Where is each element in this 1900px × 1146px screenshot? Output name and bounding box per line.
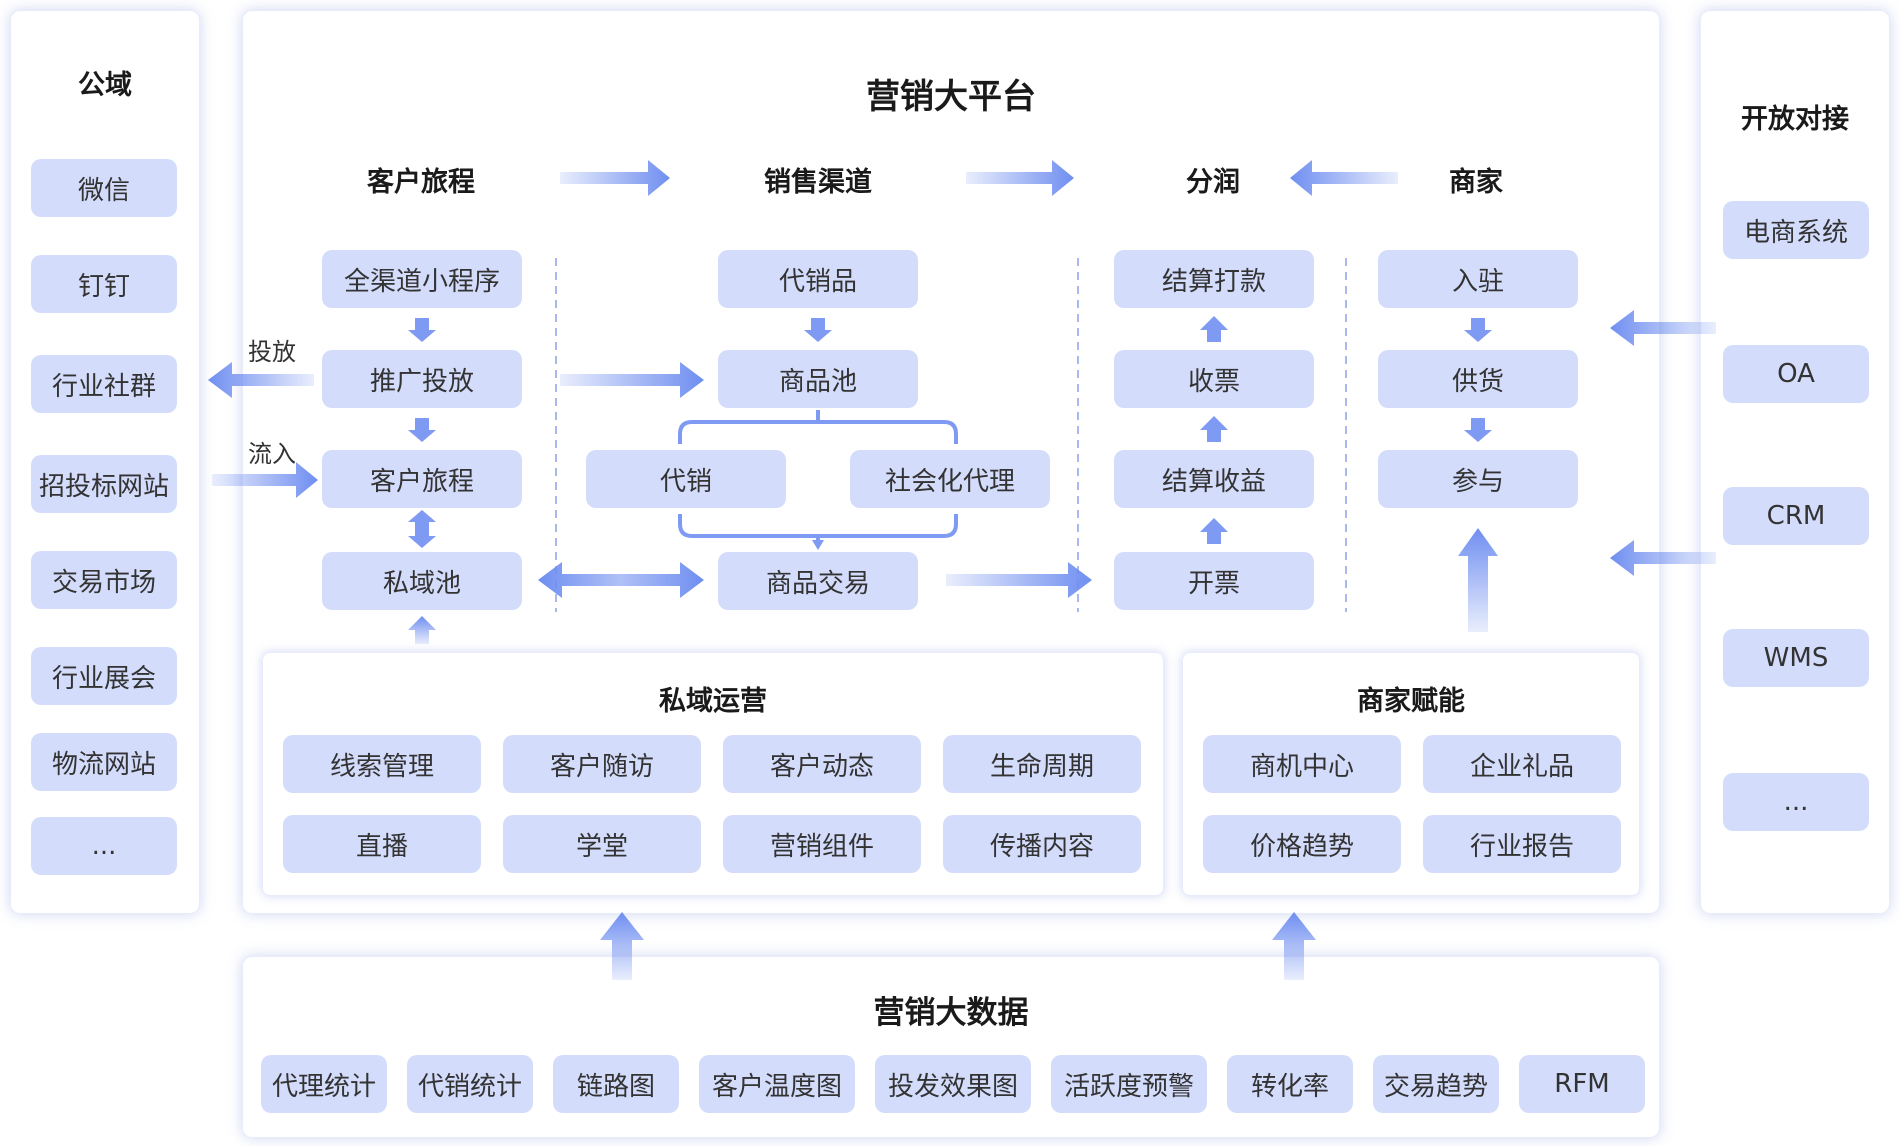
header-arrow-journey-to-channel <box>560 160 670 196</box>
channel-bracket <box>678 410 958 546</box>
merchant-enable-opportunity-center: 商机中心 <box>1203 735 1401 793</box>
merchant-enable-title: 商家赋能 <box>1357 686 1465 717</box>
private-ops-lifecycle: 生命周期 <box>943 735 1141 793</box>
header-customer-journey: 客户旅程 <box>367 167 475 198</box>
public-item-trade-market: 交易市场 <box>31 551 177 609</box>
big-data-to-private-ops-arrow <box>600 912 644 980</box>
header-arrow-channel-to-profit <box>966 160 1074 196</box>
public-item-industry-expo: 行业展会 <box>31 647 177 705</box>
public-domain-title: 公域 <box>78 70 132 101</box>
private-ops-customer-followup: 客户随访 <box>503 735 701 793</box>
public-item-industry-community: 行业社群 <box>31 355 177 413</box>
merchant-enable-industry-report: 行业报告 <box>1423 815 1621 873</box>
public-item-more: ... <box>31 817 177 875</box>
public-item-wechat: 微信 <box>31 159 177 217</box>
public-item-bidding-site: 招投标网站 <box>31 455 177 513</box>
journey-promotion: 推广投放 <box>322 350 522 408</box>
channel-product-pool: 商品池 <box>718 350 918 408</box>
private-ops-to-pool-arrow <box>408 616 436 644</box>
big-data-consignment-stats: 代销统计 <box>407 1055 533 1113</box>
integration-to-merchant-arrow-1 <box>1610 310 1716 346</box>
label-inflow: 流入 <box>248 440 296 468</box>
placement-outward-arrow <box>208 362 314 398</box>
merchant-supply: 供货 <box>1378 350 1578 408</box>
merchant-down-arrows <box>1464 318 1492 442</box>
private-ops-customer-activity: 客户动态 <box>723 735 921 793</box>
open-integration-panel: 开放对接 电商系统 OA CRM WMS ... <box>1700 10 1890 914</box>
journey-omnichannel-miniprogram: 全渠道小程序 <box>322 250 522 308</box>
journey-private-pool: 私域池 <box>322 552 522 610</box>
integration-item-more: ... <box>1723 773 1869 831</box>
profit-issue-invoice: 开票 <box>1114 552 1314 610</box>
pool-trade-bidirectional-arrow <box>538 562 704 598</box>
channel-consignment: 代销 <box>586 450 786 508</box>
journey-customer-journey: 客户旅程 <box>322 450 522 508</box>
channel-product-trade: 商品交易 <box>718 552 918 610</box>
big-data-activity-alert: 活跃度预警 <box>1051 1055 1207 1113</box>
trade-to-invoice-arrow <box>946 562 1092 598</box>
private-ops-academy: 学堂 <box>503 815 701 873</box>
profit-up-arrows <box>1200 316 1228 544</box>
public-item-logistics-site: 物流网站 <box>31 733 177 791</box>
profit-settlement-income: 结算收益 <box>1114 450 1314 508</box>
promotion-to-pool-arrow <box>560 362 704 398</box>
big-data-trade-trend: 交易趋势 <box>1373 1055 1499 1113</box>
header-merchant: 商家 <box>1449 167 1503 198</box>
profit-settlement-payment: 结算打款 <box>1114 250 1314 308</box>
big-data-rfm: RFM <box>1519 1055 1645 1113</box>
big-data-link-graph: 链路图 <box>553 1055 679 1113</box>
big-data-to-merchant-enable-arrow <box>1272 912 1316 980</box>
header-profit-sharing: 分润 <box>1186 167 1240 198</box>
channel-social-agent: 社会化代理 <box>850 450 1050 508</box>
big-data-placement-effect: 投发效果图 <box>875 1055 1031 1113</box>
header-sales-channel: 销售渠道 <box>764 167 872 198</box>
big-data-conversion-rate: 转化率 <box>1227 1055 1353 1113</box>
channel-down-arrow <box>804 318 832 342</box>
header-arrow-merchant-to-profit <box>1290 160 1398 196</box>
big-data-customer-temperature: 客户温度图 <box>699 1055 855 1113</box>
label-placement: 投放 <box>248 338 296 366</box>
private-ops-live: 直播 <box>283 815 481 873</box>
integration-item-ecommerce: 电商系统 <box>1723 201 1869 259</box>
public-domain-panel: 公域 微信 钉钉 行业社群 招投标网站 交易市场 行业展会 物流网站 ... <box>10 10 200 914</box>
enable-to-participate-arrow <box>1458 528 1498 632</box>
journey-pool-bidirectional-arrow <box>408 510 436 548</box>
merchant-enable-price-trend: 价格趋势 <box>1203 815 1401 873</box>
merchant-enable-panel: 商家赋能 商机中心 企业礼品 价格趋势 行业报告 <box>1182 652 1640 896</box>
integration-item-crm: CRM <box>1723 487 1869 545</box>
profit-receive-invoice: 收票 <box>1114 350 1314 408</box>
marketing-platform-title: 营销大平台 <box>866 77 1036 117</box>
merchant-participate: 参与 <box>1378 450 1578 508</box>
inflow-inward-arrow <box>212 462 318 498</box>
merchant-enable-corporate-gifts: 企业礼品 <box>1423 735 1621 793</box>
journey-down-arrows <box>408 318 436 442</box>
merchant-onboard: 入驻 <box>1378 250 1578 308</box>
private-ops-broadcast-content: 传播内容 <box>943 815 1141 873</box>
big-data-agent-stats: 代理统计 <box>261 1055 387 1113</box>
private-ops-marketing-components: 营销组件 <box>723 815 921 873</box>
channel-consignment-goods: 代销品 <box>718 250 918 308</box>
integration-item-oa: OA <box>1723 345 1869 403</box>
integration-to-merchant-arrow-2 <box>1610 540 1716 576</box>
marketing-big-data-panel: 营销大数据 代理统计 代销统计 链路图 客户温度图 投发效果图 活跃度预警 转化… <box>242 956 1660 1138</box>
public-item-dingtalk: 钉钉 <box>31 255 177 313</box>
marketing-big-data-title: 营销大数据 <box>873 995 1029 1031</box>
private-ops-lead-management: 线索管理 <box>283 735 481 793</box>
private-ops-title: 私域运营 <box>659 686 767 717</box>
integration-item-wms: WMS <box>1723 629 1869 687</box>
private-ops-panel: 私域运营 线索管理 客户随访 客户动态 生命周期 直播 学堂 营销组件 传播内容 <box>262 652 1164 896</box>
open-integration-title: 开放对接 <box>1741 104 1849 135</box>
